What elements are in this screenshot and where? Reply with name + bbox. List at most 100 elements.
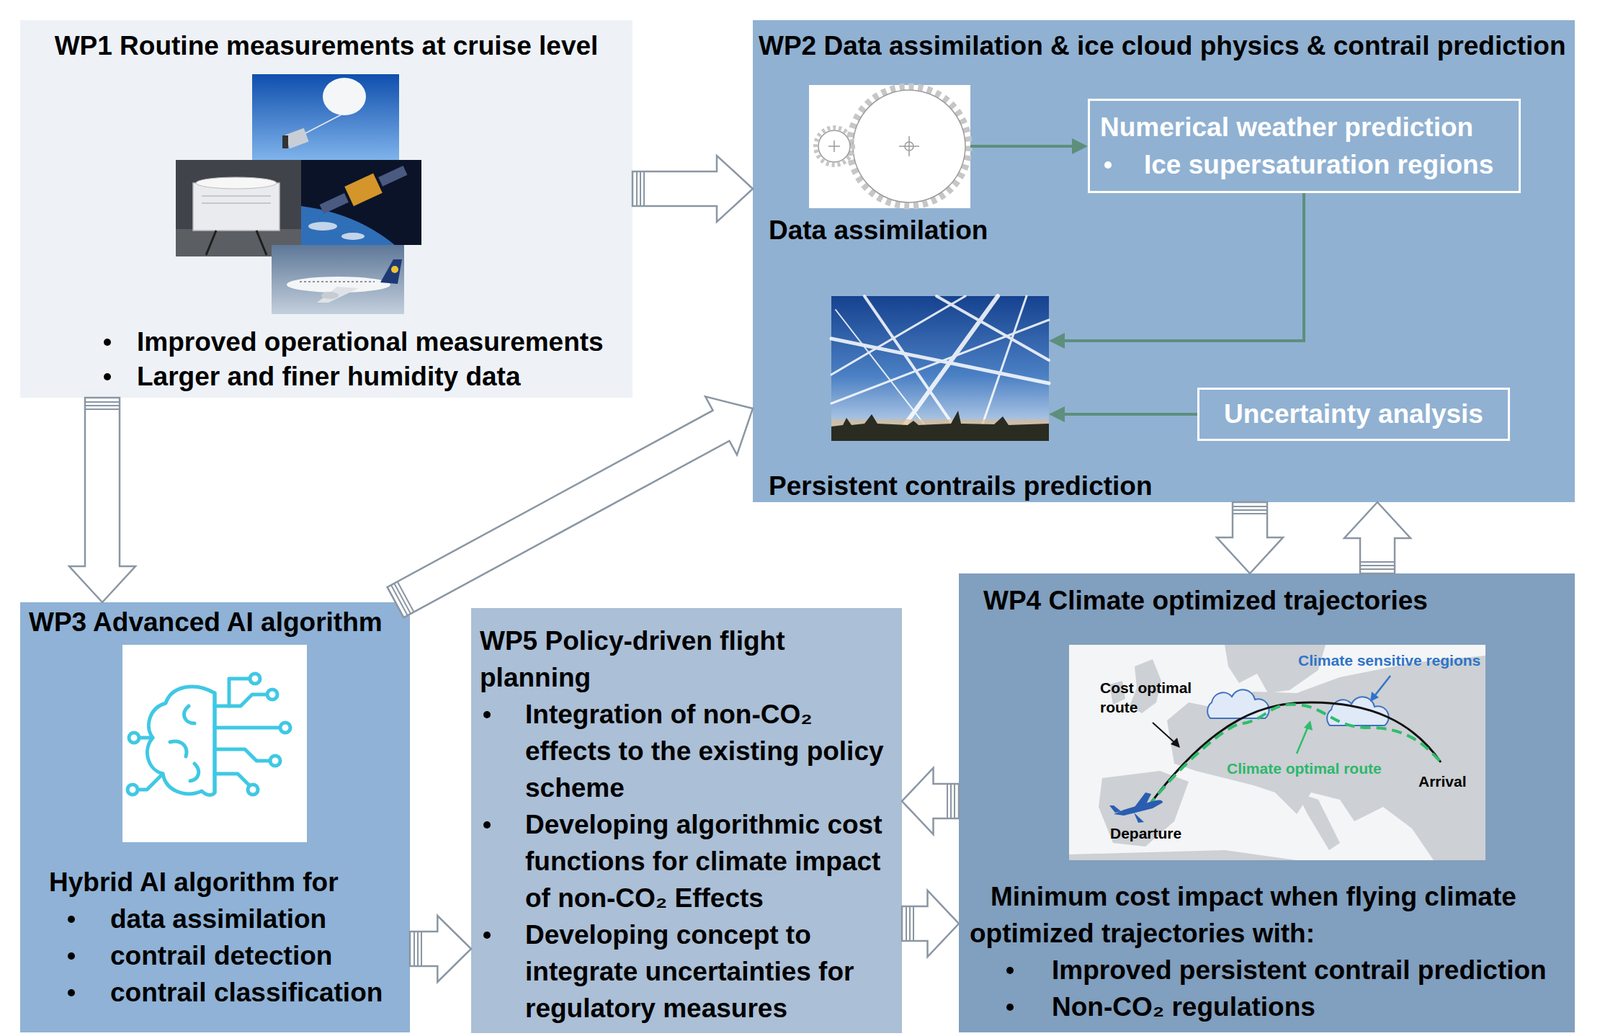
map-label: Arrival [1418, 771, 1467, 791]
instrument-photo [206, 230, 217, 256]
panel-title: WP5 Policy-driven flight planning [479, 622, 897, 696]
balloon-photo [282, 135, 289, 149]
ai-brain-icon [249, 673, 261, 684]
route-map [1296, 792, 1340, 851]
panel-title: WP1 Routine measurements at cruise level [34, 28, 619, 64]
bullet-item: data assimilation [28, 900, 402, 938]
satellite-photo [301, 159, 422, 245]
airplane-photo [271, 244, 405, 315]
block-arrow-body [409, 915, 472, 982]
block-arrow-stripe [1232, 512, 1268, 515]
block-arrow-stripe [1232, 505, 1268, 508]
route-map [1069, 850, 1297, 861]
panel-title: WP4 Climate optimized trajectories [983, 583, 1561, 619]
bullet-item: Improved operational measurements [34, 324, 619, 360]
airplane-photo [321, 291, 339, 299]
route-map [1303, 720, 1313, 731]
gears-icon [809, 85, 971, 209]
ai-brain-icon [128, 732, 140, 743]
block-arrow-stripe [85, 404, 120, 407]
satellite-photo [301, 206, 395, 245]
satellite-photo [316, 160, 410, 220]
bullet-item: contrail classification [28, 973, 402, 1011]
block-arrow-stripe [946, 783, 949, 819]
gears-icon [849, 86, 969, 207]
label-holder: Departure [1110, 823, 1182, 843]
map-label: Cost optimal route [1100, 677, 1209, 718]
ai-brain-icon [122, 644, 307, 843]
block-arrow-stripe [1360, 561, 1395, 563]
connector-line [1064, 412, 1198, 416]
work-package-panel: WP5 Policy-driven flight planningIntegra… [471, 608, 902, 1034]
contrail-photo [831, 296, 1049, 441]
route-map [1098, 770, 1189, 847]
block-arrow-stripe [391, 584, 408, 616]
gears-icon [833, 140, 835, 153]
route-map [1207, 689, 1270, 719]
panel-title: WP3 Advanced AI algorithm [28, 605, 402, 640]
flow-arrow [387, 396, 753, 618]
panel-title: WP2 Data assimilation & ice cloud physic… [758, 28, 1570, 64]
label-holder: Arrival [1418, 771, 1467, 791]
connector-arrow [1048, 406, 1198, 423]
map-label: Climate sensitive regions [1298, 650, 1481, 670]
flow-arrow [1216, 502, 1284, 574]
gears-icon [852, 90, 966, 203]
satellite-photo [308, 221, 338, 231]
satellite-photo [378, 165, 408, 187]
block-arrow-stripe [413, 931, 415, 967]
body-text: Minimum cost impact when flying climate … [969, 878, 1561, 952]
caption-holder: Data assimilation [768, 213, 988, 248]
block-arrow-stripe [912, 906, 915, 941]
ai-brain-icon [139, 736, 153, 740]
block-arrow-stripe [394, 583, 411, 614]
block-arrow-body [632, 155, 753, 222]
airplane-photo [380, 259, 402, 284]
block-arrow-stripe [85, 408, 120, 410]
bullet-dot [67, 952, 75, 960]
bullet-dot [1006, 1003, 1014, 1011]
balloon-photo [284, 128, 309, 149]
label-holder: Climate optimal route [1226, 758, 1382, 779]
caption-holder: Persistent contrails prediction [768, 471, 1153, 503]
bullet-dot [1006, 966, 1014, 974]
ai-brain-icon [213, 693, 217, 793]
instrument-photo [195, 177, 277, 189]
ai-brain-icon [247, 784, 258, 795]
bullet-dot [67, 989, 75, 997]
bullet-item: Developing concept to integrate uncertai… [479, 916, 897, 1027]
bullet-item: Larger and finer humidity data [34, 359, 619, 395]
block-arrow-stripe [1360, 564, 1395, 567]
bullet-item: Developing algorithmic cost functions fo… [479, 806, 897, 917]
bullet-item: Improved persistent contrail prediction [983, 951, 1561, 989]
ai-brain-icon [122, 644, 307, 843]
bullet-dot [103, 373, 111, 381]
bullet-item: contrail detection [28, 937, 402, 974]
image-caption: Data assimilation [768, 213, 988, 248]
label-holder: Cost optimal route [1100, 677, 1209, 718]
route-map [1069, 644, 1486, 861]
bullet-dot [67, 915, 75, 923]
flow-arrow [632, 155, 753, 222]
route-map [1069, 644, 1486, 861]
ai-brain-icon [127, 673, 291, 796]
route-map [1296, 726, 1309, 754]
block-arrow-stripe [420, 931, 423, 967]
block-arrow-stripe [909, 906, 911, 941]
airplane-photo [271, 244, 405, 315]
ai-brain-icon [170, 705, 199, 781]
route-map [1170, 737, 1181, 748]
route-map [1152, 722, 1176, 744]
arrow-head [1048, 406, 1065, 423]
bullet-dot [483, 711, 491, 719]
block-arrow-stripe [950, 783, 952, 819]
bullet-item: Integration of non-CO₂ effects to the ex… [479, 695, 897, 807]
route-map [1374, 675, 1391, 696]
block-arrow-stripe [1232, 509, 1268, 511]
ai-brain-icon [214, 749, 270, 761]
block-arrow-stripe [85, 401, 120, 403]
ai-brain-icon [229, 678, 250, 706]
instrument-photo [175, 159, 302, 257]
block-arrow-body [1344, 502, 1411, 574]
